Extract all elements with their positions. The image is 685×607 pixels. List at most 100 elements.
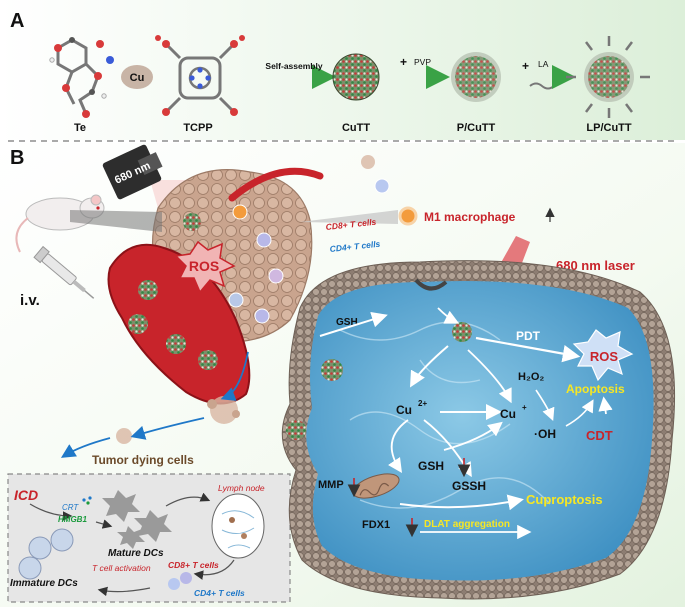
cutt-particle [332,53,380,101]
cu-ion-bubble [121,65,153,89]
laser-label: 680 nm laser [556,258,635,273]
cu2-label: Cu [396,403,412,417]
icd-label: ICD [14,487,38,503]
pcutt-particle [455,56,497,98]
release-cu2-arrow [410,345,449,388]
gsh-in-arrow [319,311,388,337]
mmp-label: MMP [318,479,344,491]
crt-label: CRT [62,503,79,512]
release-cu1-arrow [467,349,512,404]
tumor-particle [183,213,201,231]
laser-device-680nm [102,144,163,200]
plus-sign-1: + [400,55,407,69]
pdt-arrow [475,336,581,363]
gssh-label: GSSH [452,479,486,493]
t-cell [254,308,270,324]
tumor-dying-label: Tumor dying cells [92,453,194,467]
immature-dc-icons [18,528,74,580]
cu1-label: Cu [500,407,516,421]
m1-macrophage-label: M1 macrophage [424,210,516,224]
pvp-label: PVP [414,57,431,67]
cd8-label: CD8+ T cells [168,560,219,570]
to-lymph-arrow [165,492,211,507]
dlat-label: DLAT aggregation [424,519,510,530]
m1-macrophage-cell [232,204,248,220]
vessel-particle [166,334,186,354]
ros-tumor-label: ROS [189,258,219,274]
m1-macrophage-icon [398,206,418,226]
oh-label: ·OH [534,427,556,441]
plus-sign-2: + [522,59,529,73]
cutt-label: CuTT [342,122,370,134]
gsh-to-cu1-arrow [443,421,503,451]
dc-maturation-arrow [95,519,113,529]
cd4-cell-icon [180,572,192,584]
t-cell [228,292,244,308]
membrane-particle [321,359,343,381]
vessel-particle [128,314,148,334]
iv-label: i.v. [20,292,40,309]
t-cell [374,178,390,194]
vessel-particle [138,280,158,300]
lpcutt-label: LP/CuTT [586,122,631,134]
membrane-particle [286,420,306,440]
gsh-in-label: GSH [336,317,358,328]
cdt-label: CDT [586,428,613,443]
tcpp-label: TCPP [183,122,212,134]
lpcutt-particle [566,36,650,118]
cdt-to-apoptosis-arrow [598,396,613,415]
t-cell [256,232,272,248]
ros-cell-label: ROS [590,349,619,364]
mature-dc-icons [102,490,172,549]
oh-to-apoptosis-arrow [565,399,594,427]
lymph-node-icon [211,493,265,559]
pcutt-label: P/CuTT [457,122,496,134]
te-label: Te [74,122,86,134]
intracellular-particle [452,322,472,342]
cytoplasm-texture [339,321,551,509]
self-assembly-label: Self-assembly [265,61,322,71]
cd8-cell-icon [168,578,180,590]
fdx1-label: FDX1 [362,519,390,531]
dying-cell-cluster [43,155,375,491]
vessel-to-dying-arrow [220,351,249,401]
t-activation-arrow [97,586,151,597]
t-cell-migration-wedge [300,210,398,224]
la-label: LA [538,59,549,69]
ros-burst [174,240,236,294]
endocytosis-pocket [414,278,448,291]
hmgb1-label: HMGB1 [58,515,87,524]
panel-a-label: A [10,10,24,32]
mature-dcs-label: Mature DCs [108,548,164,559]
dying-arrow-2 [60,437,111,458]
vessel-particle [198,350,218,370]
to-cuproptosis-arrow [399,494,524,511]
cu2-charge: 2+ [418,399,427,408]
ros-star-icon [572,329,634,382]
uptake-arrow [437,307,460,324]
syringe-icon [33,245,95,299]
vessel-branch [228,167,324,202]
to-tcell-arrow [193,559,235,580]
h2o2-label: H₂O₂ [518,371,544,383]
t-cell [268,268,284,284]
cu1-charge: + [522,403,527,412]
apoptosis-label: Apoptosis [566,382,625,396]
h2o2-arrow [535,389,555,421]
cd4-label: CD4+ T cells [194,588,245,598]
lymph-node-label: Lymph node [218,483,265,493]
la-chain-icon [529,82,555,90]
panel-b-label: B [10,147,24,169]
tcpp-molecule [155,35,245,116]
icd-arrow [29,503,73,521]
cuproptosis-label: Cuproptosis [526,492,603,507]
dying-arrow-1 [130,417,205,440]
cu-label: Cu [130,72,145,84]
t-activation-label: T cell activation [92,563,151,573]
injection-path [70,210,162,232]
te-molecule [49,37,114,118]
pdt-label: PDT [516,329,541,343]
gsh-label: GSH [418,459,444,473]
